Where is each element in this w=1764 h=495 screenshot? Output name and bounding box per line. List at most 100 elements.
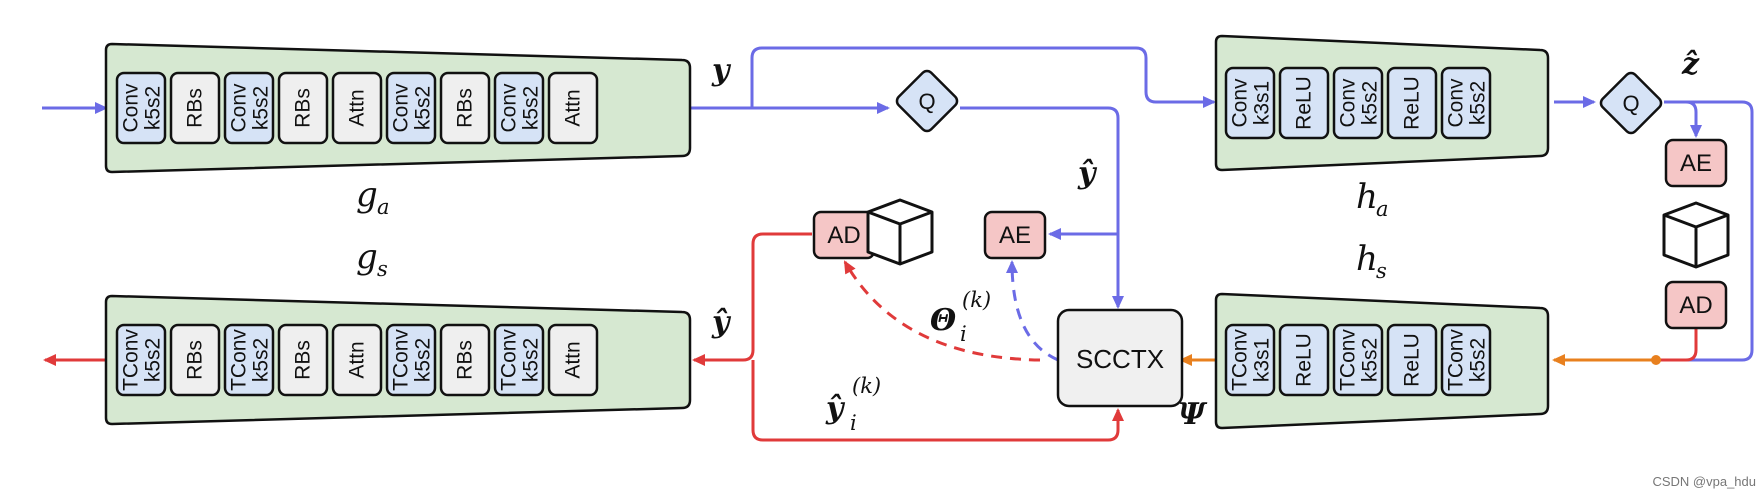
label-gs-sub: s [377, 257, 388, 281]
gs-layer-label: k5s2 [412, 338, 435, 382]
gs-layer-label: k5s2 [250, 338, 273, 382]
ga-layer-label: Conv [228, 83, 251, 133]
ga-layer-block: Attn [547, 71, 599, 145]
quantizer-z: Q [1599, 71, 1663, 135]
gs-layer-label: RBs [292, 340, 315, 380]
label-theta-main: Θ [930, 303, 956, 338]
label-y-hat-gs: ŷ [711, 305, 732, 340]
ga-layer-label: k5s2 [250, 86, 273, 130]
ha-layer-label: k5s2 [1467, 81, 1490, 125]
ha-layer-label: Conv [1337, 78, 1360, 128]
ad-y-label: AD [827, 222, 860, 249]
yhat-to-scctx-arrow [960, 106, 1124, 309]
quantizer-y: Q [895, 69, 959, 133]
label-hs-sub: s [1376, 259, 1387, 283]
ga-layer-label: RBs [184, 88, 207, 128]
label-hs-main: h [1356, 239, 1378, 279]
zhat-to-ae-arrow [1664, 100, 1702, 138]
hs-layer-label: ReLU [1401, 333, 1424, 387]
zhat-bypass-line [1654, 100, 1754, 362]
scctx-label: SCCTX [1076, 344, 1164, 374]
label-theta-sub: i [960, 322, 967, 346]
y-to-ha-arrow [750, 46, 1216, 108]
label-theta-sup: (k) [962, 288, 991, 312]
gs-layer-block: RBs [439, 323, 491, 397]
gs-layer-block: RBs [277, 323, 329, 397]
gs-layer-label: Attn [562, 341, 585, 378]
gs-layer-label: TConv [120, 329, 143, 391]
theta-to-ae-dashed-arrow [1006, 260, 1059, 362]
ga-layer-label: k5s2 [412, 86, 435, 130]
ha-layer-block: ReLU [1386, 66, 1438, 140]
gs-layer-label: k5s2 [142, 338, 165, 382]
label-yi-hat-main: ŷ [825, 391, 846, 426]
ga-layer-label: Conv [390, 83, 413, 133]
hs-layer-label: TConv [1229, 329, 1252, 391]
theta-to-ad-dashed-arrow [843, 260, 1041, 362]
label-y: y [711, 53, 732, 88]
gs-layer-label: TConv [498, 329, 521, 391]
ha-layer-label: ReLU [1293, 76, 1316, 130]
ga-layer-label: Conv [120, 83, 143, 133]
arithmetic-decoder-z: AD [1664, 280, 1728, 330]
label-z-hat: ẑ [1681, 47, 1700, 82]
hs-layer-label: ReLU [1293, 333, 1316, 387]
arithmetic-decoder-y: AD [812, 210, 876, 260]
gs-layer-label: RBs [184, 340, 207, 380]
ga-layer-label: RBs [292, 88, 315, 128]
ga-layer-block: RBs [277, 71, 329, 145]
ha-layer-label: k3s1 [1251, 81, 1274, 125]
arithmetic-encoder-y: AE [983, 210, 1047, 260]
gs-layer-block: Attn [331, 323, 383, 397]
ha-layer-label: Conv [1445, 78, 1468, 128]
label-y-hat-top: ŷ [1077, 156, 1098, 191]
label-hs: h s [1356, 239, 1387, 283]
label-ha-sub: a [1376, 197, 1389, 221]
ad-z-label: AD [1679, 292, 1712, 319]
label-ga-sub: a [377, 195, 390, 219]
ae-z-label: AE [1680, 150, 1712, 177]
label-yi-hat-sub: i [850, 411, 857, 435]
gs-layer-block: Attn [547, 323, 599, 397]
arithmetic-encoder-z: AE [1664, 138, 1728, 188]
feedback-to-scctx-arrow [751, 360, 1124, 442]
label-yi-hat-sup: (k) [852, 374, 881, 398]
label-yi-hat: ŷ i (k) [825, 374, 881, 435]
hs-layer-label: TConv [1445, 329, 1468, 391]
quantizer-z-label: Q [1622, 91, 1639, 116]
hs-layer-block: ReLU [1386, 323, 1438, 397]
ha-layer-block: ReLU [1278, 66, 1330, 140]
hyper-bitstream-cube-icon [1662, 201, 1730, 269]
gs-layer-label: Attn [346, 341, 369, 378]
ae-y-label: AE [999, 222, 1031, 249]
ga-layer-block: RBs [169, 71, 221, 145]
ga-layer-label: Attn [562, 89, 585, 126]
ad-right-output-line [1656, 327, 1698, 362]
label-theta: Θ i (k) [930, 288, 991, 346]
hs-layer-label: k5s2 [1359, 338, 1382, 382]
ga-layer-label: Conv [498, 83, 521, 133]
ha-layer-label: Conv [1229, 78, 1252, 128]
ha-layer-label: ReLU [1401, 76, 1424, 130]
hs-layer-label: k5s2 [1467, 338, 1490, 382]
hs-layer-label: k3s1 [1251, 338, 1274, 382]
ga-layer-label: k5s2 [142, 86, 165, 130]
scctx-context-model: SCCTX [1056, 308, 1184, 408]
label-gs-main: g [356, 237, 378, 277]
